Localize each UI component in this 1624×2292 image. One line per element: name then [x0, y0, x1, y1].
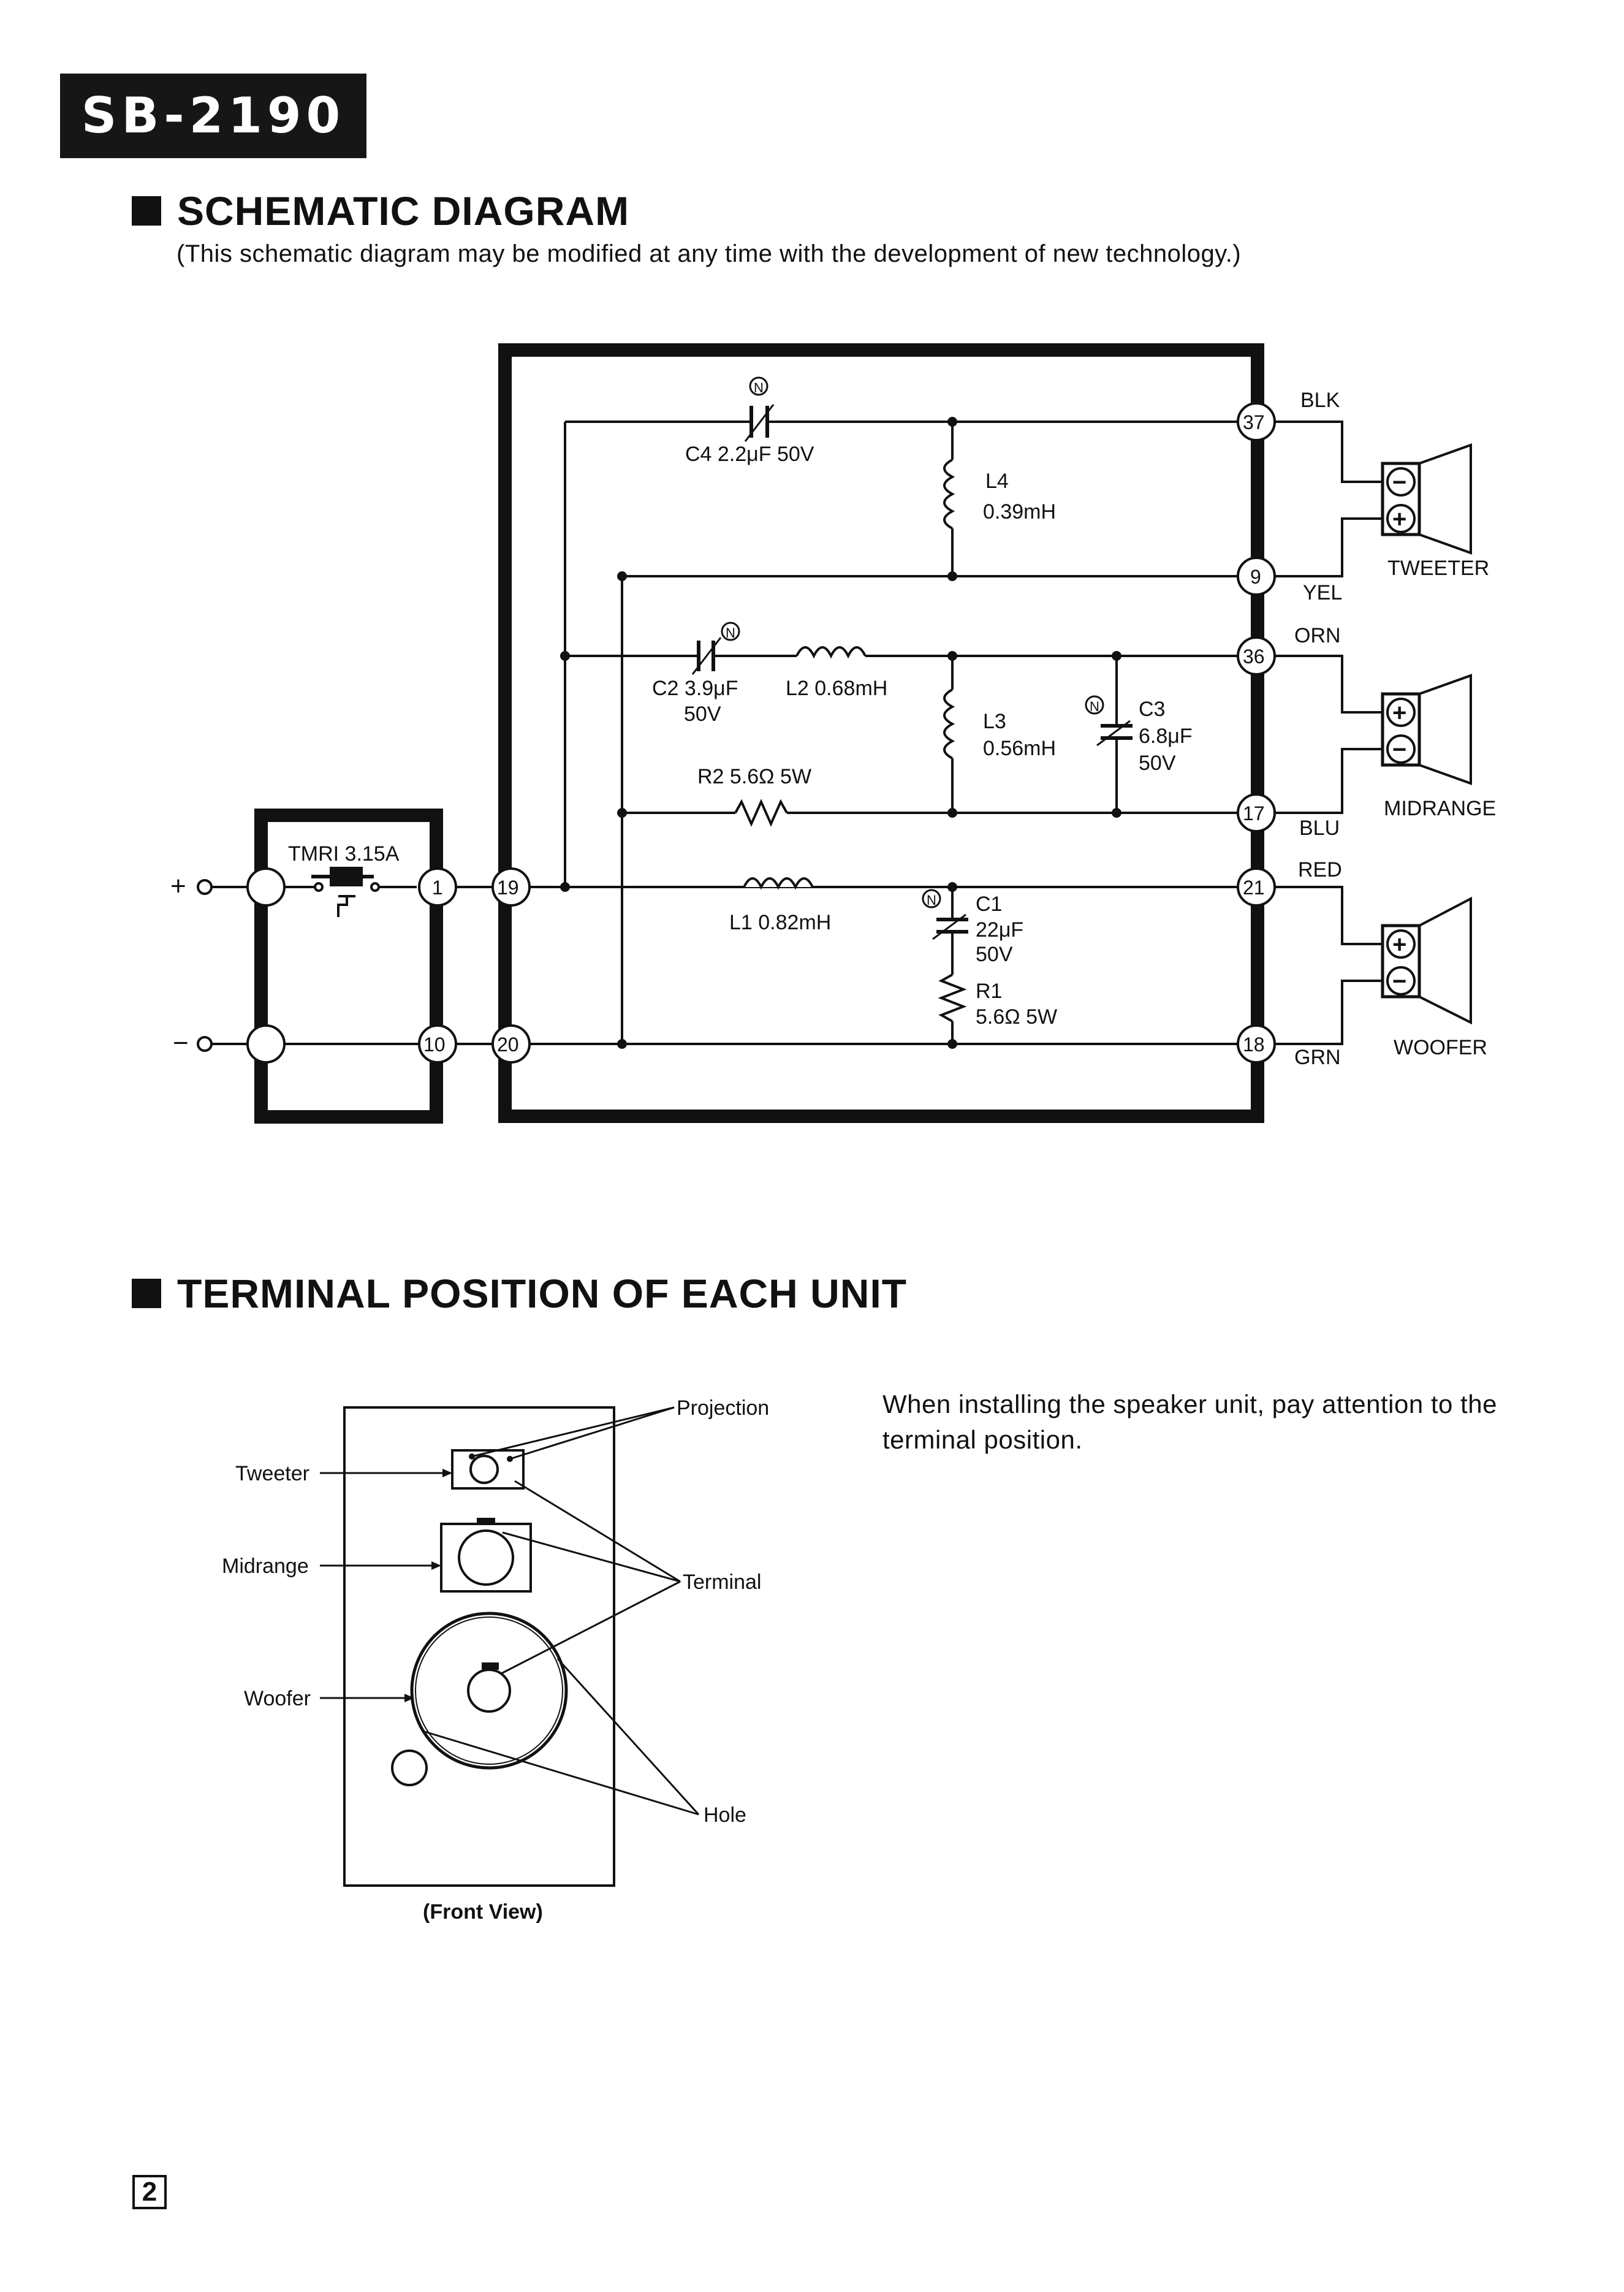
l3-value: 0.56mH — [983, 737, 1056, 760]
wire-orn: ORN — [1294, 624, 1341, 647]
tweeter-label: TWEETER — [1387, 557, 1489, 580]
input-plus-label: + — [170, 871, 186, 901]
woofer-speaker-icon — [1381, 896, 1472, 1025]
tweeter-plus: + — [1392, 506, 1406, 533]
install-note: When installing the speaker unit, pay at… — [882, 1390, 1497, 1454]
schematic-section-title: SCHEMATIC DIAGRAM — [132, 188, 629, 234]
l2-label: L2 0.68mH — [786, 677, 887, 700]
terminal-9: 9 — [1250, 566, 1261, 588]
r2-label: R2 5.6Ω 5W — [697, 765, 811, 788]
terminal-19: 19 — [497, 877, 519, 899]
n-mark-c1: N — [927, 893, 936, 908]
page-number: 2 — [132, 2175, 167, 2209]
input-minus-label: − — [173, 1028, 189, 1058]
c2-label: C2 3.9μF — [652, 677, 738, 700]
n-mark-c3: N — [1090, 699, 1099, 714]
terminal-18: 18 — [1243, 1034, 1265, 1056]
terminal-17: 17 — [1243, 802, 1265, 824]
l4-value: 0.39mH — [983, 500, 1056, 524]
c3-name: C3 — [1139, 698, 1165, 721]
c1-name: C1 — [976, 893, 1002, 916]
tweeter-unit — [451, 1449, 525, 1490]
tweeter-speaker-icon — [1381, 443, 1472, 555]
terminal-section-title: TERMINAL POSITION OF EACH UNIT — [132, 1270, 907, 1317]
woofer-unit — [410, 1612, 568, 1770]
tweeter-minus: − — [1392, 469, 1406, 496]
fuse-box-outline — [254, 809, 443, 1124]
square-bullet-icon — [132, 1278, 161, 1308]
woofer-label: WOOFER — [1394, 1036, 1487, 1059]
c3-value: 6.8μF — [1139, 725, 1193, 748]
front-view-diagram — [320, 1406, 700, 1887]
midrange-speaker-icon — [1381, 674, 1472, 785]
l3-name: L3 — [983, 710, 1006, 733]
wire-red: RED — [1298, 858, 1342, 881]
wire-blu: BLU — [1299, 817, 1340, 840]
hole-label: Hole — [704, 1803, 746, 1827]
r1-name: R1 — [976, 980, 1002, 1003]
model-number: SB-2190 — [81, 87, 346, 144]
front-midrange-label: Midrange — [222, 1555, 309, 1578]
terminal-label: Terminal — [683, 1571, 761, 1594]
terminal-10: 10 — [423, 1034, 446, 1056]
input-minus-node — [197, 1036, 213, 1052]
schematic-note: (This schematic diagram may be modified … — [176, 240, 1242, 267]
wire-yel: YEL — [1303, 581, 1342, 604]
fuse-label: TMRI 3.15A — [288, 842, 400, 866]
c2-volt: 50V — [684, 702, 721, 726]
hole-circle — [391, 1749, 428, 1786]
r1-value: 5.6Ω 5W — [976, 1005, 1057, 1029]
terminal-1: 1 — [432, 877, 443, 899]
projection-label: Projection — [677, 1396, 769, 1420]
n-mark-c4: N — [754, 380, 764, 395]
square-bullet-icon — [132, 196, 161, 226]
midrange-minus: − — [1392, 736, 1406, 763]
midrange-unit — [440, 1523, 532, 1593]
front-view-caption: (Front View) — [423, 1900, 543, 1924]
l4-name: L4 — [985, 470, 1009, 493]
midrange-label: MIDRANGE — [1384, 797, 1496, 820]
terminal-37: 37 — [1243, 411, 1265, 433]
n-mark-c2: N — [726, 625, 735, 641]
model-badge: SB-2190 — [60, 74, 366, 158]
woofer-plus: + — [1392, 931, 1406, 958]
c4-label: C4 2.2μF 50V — [685, 443, 814, 466]
terminal-20: 20 — [497, 1034, 519, 1056]
midrange-plus: + — [1392, 699, 1406, 726]
front-woofer-label: Woofer — [244, 1687, 311, 1710]
wire-blk: BLK — [1300, 389, 1340, 412]
schematic-title-text: SCHEMATIC DIAGRAM — [177, 188, 630, 234]
c3-volt: 50V — [1139, 752, 1176, 775]
wire-grn: GRN — [1294, 1046, 1341, 1069]
terminal-21: 21 — [1243, 877, 1265, 899]
l1-label: L1 0.82mH — [729, 911, 831, 934]
woofer-minus: − — [1392, 968, 1406, 995]
crossover-board-outline — [498, 343, 1264, 1123]
c1-volt: 50V — [976, 943, 1013, 966]
cabinet-front-outline — [343, 1406, 615, 1887]
c1-value: 22μF — [976, 918, 1023, 942]
terminal-title-text: TERMINAL POSITION OF EACH UNIT — [177, 1271, 908, 1316]
input-plus-node — [197, 879, 213, 895]
terminal-36: 36 — [1243, 645, 1265, 668]
front-tweeter-label: Tweeter — [235, 1462, 309, 1485]
